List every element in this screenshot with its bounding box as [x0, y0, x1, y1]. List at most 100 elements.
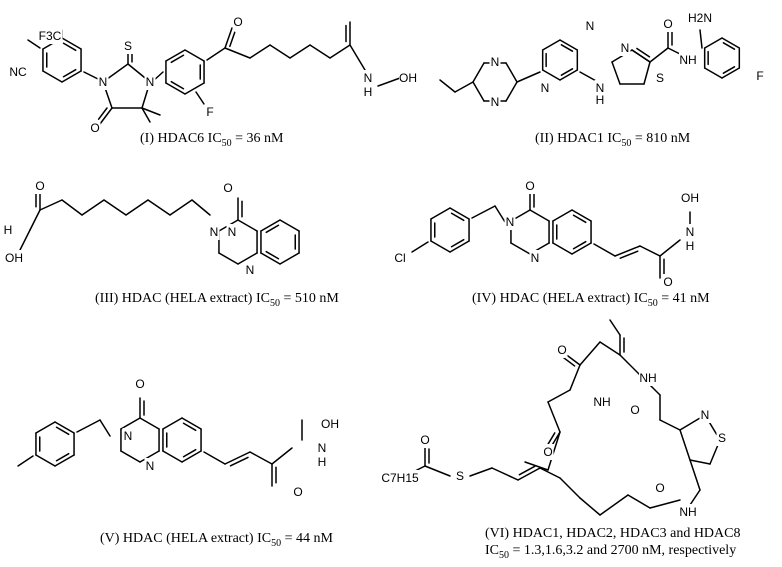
atom-label: N	[541, 81, 550, 95]
atom-label-background	[316, 440, 328, 456]
atom-label-background	[362, 84, 374, 100]
bond	[54, 421, 75, 434]
atom-label: OH	[681, 191, 699, 205]
atom-label: S	[718, 431, 726, 445]
bond	[469, 467, 493, 477]
bond	[120, 450, 141, 463]
bond	[471, 205, 496, 219]
bond	[139, 417, 160, 430]
bond	[547, 431, 561, 471]
bond	[547, 389, 571, 403]
aromatic-bond	[572, 240, 587, 250]
bond	[61, 37, 82, 50]
bond	[218, 252, 239, 265]
bond	[699, 29, 703, 49]
atom-label: O	[293, 485, 302, 499]
atom-label-background	[619, 40, 631, 56]
bond	[120, 417, 141, 430]
atom-label: O	[543, 445, 552, 459]
atom-label-background	[594, 92, 606, 108]
bond	[552, 209, 573, 222]
bond	[571, 209, 592, 222]
caption-compound-iii: (III) HDAC (HELA extract) IC50 = 510 nM	[95, 291, 339, 309]
bond	[147, 199, 171, 216]
bond	[35, 421, 56, 434]
aromatic-bond	[560, 68, 574, 76]
atom-label: F	[206, 105, 213, 119]
bond	[559, 39, 579, 51]
atom-label-background	[529, 250, 541, 266]
bond	[289, 44, 311, 59]
atom-label: N	[99, 75, 108, 89]
atom-label: O	[663, 275, 672, 289]
atom-label-background	[556, 342, 568, 358]
caption-compound-iv: (IV) HDAC (HELA extract) IC50 = 41 nM	[472, 291, 710, 309]
atom-label-background	[754, 68, 766, 84]
atom-label: H	[596, 93, 605, 107]
atom-label: O	[223, 181, 232, 195]
atom-label: O	[90, 121, 99, 135]
atom-label-background	[380, 470, 420, 486]
atom-label-background	[662, 274, 674, 290]
atom-label: F3C	[39, 29, 62, 43]
aromatic-bond	[55, 426, 70, 436]
aromatic-bond	[62, 68, 77, 78]
bond	[649, 499, 681, 509]
aromatic-bond	[450, 238, 465, 248]
bond	[614, 245, 641, 257]
bond	[703, 37, 723, 49]
bond	[279, 219, 300, 232]
atom-label: OH	[321, 417, 339, 431]
bond	[169, 199, 193, 216]
atom-label-background	[292, 484, 304, 500]
bond	[541, 39, 561, 51]
atom-label: S	[656, 71, 664, 85]
atom-label: Cl	[394, 251, 405, 265]
atom-label: S	[456, 469, 464, 483]
atom-label-background	[316, 454, 328, 470]
bond	[517, 467, 541, 481]
atom-label-background	[122, 428, 134, 444]
caption-compound-i: (I) HDAC6 IC50 = 36 nM	[140, 131, 284, 149]
atom-label-background	[34, 178, 46, 194]
atom-label-background	[362, 70, 374, 86]
double-bond	[636, 47, 651, 58]
bond	[449, 207, 470, 220]
atom-label-background	[144, 458, 156, 474]
atom-label-background	[699, 407, 711, 423]
bond	[99, 107, 113, 125]
bond	[627, 494, 651, 509]
atom-label-background	[679, 504, 697, 520]
bond	[552, 242, 573, 255]
bond	[516, 71, 541, 83]
bond	[206, 47, 226, 61]
aromatic-bond	[55, 452, 70, 462]
double-bond	[97, 107, 108, 120]
atom-label-background	[226, 224, 238, 240]
bond	[224, 451, 251, 465]
atom-label: O	[135, 377, 144, 391]
aromatic-bond	[265, 250, 280, 260]
atom-label: NC	[9, 65, 27, 79]
bond	[559, 69, 579, 81]
atom-label-background	[122, 38, 134, 54]
bond	[191, 199, 211, 216]
bond	[631, 49, 651, 63]
bond	[27, 39, 41, 49]
atom-label: N	[621, 41, 630, 55]
bond	[454, 81, 474, 93]
bond	[181, 450, 202, 463]
bond	[619, 354, 641, 376]
bond	[505, 81, 518, 102]
atom-label: N	[506, 215, 515, 229]
bond	[571, 242, 592, 255]
atom-label-background	[321, 416, 339, 432]
bond	[505, 62, 518, 83]
bond	[547, 401, 561, 433]
atom-label-background	[489, 54, 501, 70]
bond	[649, 47, 669, 63]
atom-label-background	[687, 10, 713, 26]
atom-label-background	[542, 444, 554, 460]
double-bond	[229, 31, 236, 48]
